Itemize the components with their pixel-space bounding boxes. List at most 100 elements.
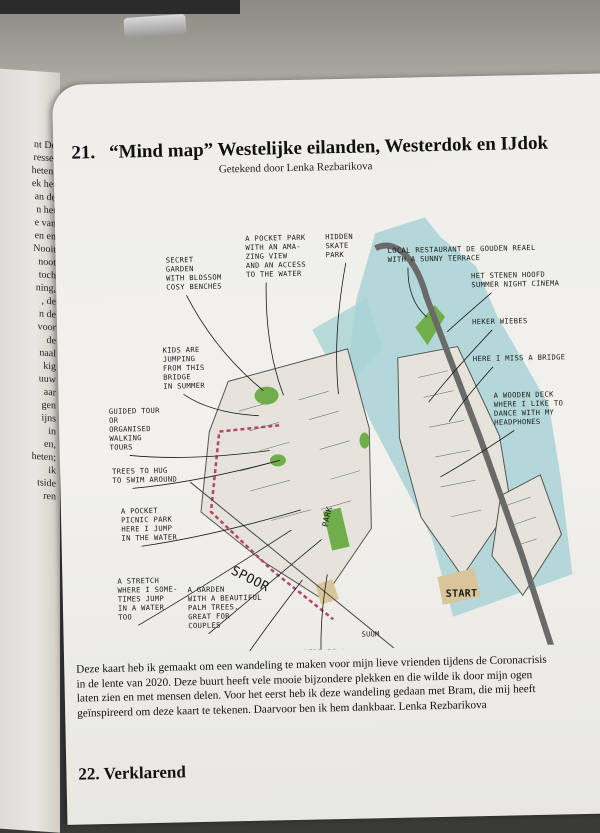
map-annotation-line: HERE IS A [304, 647, 346, 654]
map-annotation-line: IN A WATER [118, 603, 165, 613]
callout-arrow [138, 529, 292, 626]
map-annotation-line: TREES TO HUG [112, 466, 168, 476]
map-annotation: HERE I MISS A BRIDGE [473, 352, 566, 363]
map-annotation-line: A WOODEN DECK [494, 390, 555, 400]
map-annotation-line: GARDEN [166, 264, 194, 274]
section-heading: 21. “Mind map” Westelijke eilanden, Weste… [71, 133, 548, 165]
map-annotation: HEKER WIEBES [472, 316, 528, 326]
callout-arrow [129, 450, 270, 458]
side-road [190, 481, 395, 649]
map-annotation-line: TO THE WATER [246, 269, 302, 279]
map-annotation-line: LOCAL RESTAURANT DE GOUDEN REAEL [387, 243, 535, 255]
left-page-text-fragment: ijns [41, 412, 56, 425]
map-annotation-line: WHERE I SOME- [118, 584, 178, 594]
left-page-text-fragment: in [48, 425, 56, 438]
map-annotation: A POCKET PARKWITH AN AMA-ZING VIEWAND AN… [245, 233, 306, 279]
park-patch [415, 305, 445, 346]
next-section-heading: 22. Verklarend [78, 762, 186, 784]
callout-arrow [446, 292, 492, 333]
section-number: 21. [71, 142, 96, 164]
left-page-text-fragment: , de [41, 295, 56, 308]
map-annotation-line: A POCKET [121, 506, 159, 516]
map-annotation-line: ORGANISED [109, 424, 151, 434]
callout-arrow [141, 509, 302, 547]
left-page-text-fragment: uuw [38, 373, 56, 386]
map-annotation: SECRETGARDENWITH BLOSSOMCOSY BENCHES [166, 254, 223, 291]
left-page-text-fragment: ren [43, 490, 56, 503]
callout-arrow [132, 459, 281, 489]
map-word-start: START [446, 588, 478, 600]
map-annotation-line: OR [109, 416, 119, 425]
left-page-text-fragment: n de [39, 308, 56, 321]
callout-arrow [208, 539, 322, 635]
map-annotation-line: WITH AN AMA- [245, 242, 301, 252]
map-annotation-line: WITH BLOSSOM [166, 272, 222, 282]
left-page-text-fragment: noot [38, 256, 56, 269]
sand-area [437, 568, 481, 605]
map-annotation-line: FROM THIS [163, 363, 205, 373]
left-page-text-fragment: kig [43, 360, 56, 373]
next-section-title: Verklarend [103, 762, 187, 784]
left-page-text-fragment: naal [39, 347, 56, 360]
next-section-number: 22. [78, 764, 100, 784]
map-annotation-line: A GARDEN [188, 584, 225, 594]
park-patch [254, 386, 279, 405]
island-block [491, 474, 563, 597]
left-page-text-fragment: toch [38, 269, 56, 282]
map-annotation-line: IN THE WATER [121, 532, 177, 542]
map-annotation: HERE IS APUBLIC GARDENWHERE I DOYOGA [304, 647, 365, 654]
section-title: “Mind map” Westelijke eilanden, Westerdo… [108, 132, 549, 163]
map-annotation-line: SKATE [325, 241, 348, 250]
left-page-text-fragment: tside [37, 477, 56, 490]
map-annotation-line: IN SUMMER [163, 381, 205, 391]
park-patch [359, 432, 370, 449]
map-annotation-line: PALM TREES. [188, 602, 239, 612]
map-annotation-line: SUMMER NIGHT CINEMA [471, 278, 559, 289]
left-page-text-fragment: heten; [31, 450, 56, 464]
callout-arrow [183, 393, 259, 417]
park-patch [323, 507, 350, 551]
map-annotation-line: PICNIC PARK [121, 515, 172, 525]
left-page-text-fragment: n het [36, 204, 56, 217]
mind-map: SPOOR START PARK SUUM SECRETGARDENWITH B… [109, 217, 573, 655]
callout-arrow [336, 262, 347, 395]
left-page-text-fragment: en, [44, 438, 56, 451]
callout-arrow [265, 282, 284, 396]
callout-arrow [219, 579, 303, 655]
railway [209, 424, 335, 621]
map-annotation-line: TO SWIM AROUND [112, 474, 177, 484]
map-annotation-line: TOURS [110, 442, 133, 451]
island-block [200, 348, 372, 601]
map-annotation-line: COSY BENCHES [166, 281, 222, 291]
map-annotation-line: JUMPING [163, 354, 196, 364]
map-annotation-line: COUPLES [188, 621, 221, 631]
map-annotation: A GARDENWITH A BEAUTIFULPALM TREES.GREAT… [188, 584, 263, 631]
map-annotation-line: BRIDGE [163, 372, 191, 382]
book-page: 21. “Mind map” Westelijke eilanden, Weste… [52, 73, 600, 825]
left-page-text-fragment: gen [41, 399, 56, 412]
callout-arrow [320, 574, 328, 655]
callout-arrow [428, 329, 493, 403]
left-page-text-fragment: de [46, 334, 56, 347]
callout-arrow [440, 430, 515, 478]
map-annotation-line: WHERE I LIKE TO [494, 398, 564, 408]
map-annotation: HET STENEN HOOFDSUMMER NIGHT CINEMA [471, 269, 560, 289]
map-annotation-line: PARK [326, 250, 345, 259]
left-page-text-fragment: en en [34, 230, 56, 243]
map-annotation-line: HIDDEN [325, 232, 353, 242]
dark-object [0, 0, 240, 14]
island-block [397, 346, 512, 578]
map-annotation-line: KIDS ARE [162, 345, 199, 355]
left-page-text-fragment: an de [34, 191, 56, 204]
map-annotation-line: WITH A SUNNY TERRACE [388, 253, 481, 264]
callout-arrow [186, 295, 264, 391]
left-page-text-fragment: aar [43, 386, 56, 399]
map-annotation-line: GREAT FOR [188, 611, 230, 621]
callout-arrow [407, 267, 428, 318]
map-annotation-line: ZING VIEW [246, 251, 288, 261]
left-page-text-fragment: e van [34, 217, 56, 230]
map-annotation: A WOODEN DECKWHERE I LIKE TODANCE WITH M… [494, 389, 564, 426]
map-caption: Deze kaart heb ik gemaakt om een wandeli… [76, 652, 597, 721]
section-subtitle: Getekend door Lenka Rezbarikova [218, 160, 373, 176]
